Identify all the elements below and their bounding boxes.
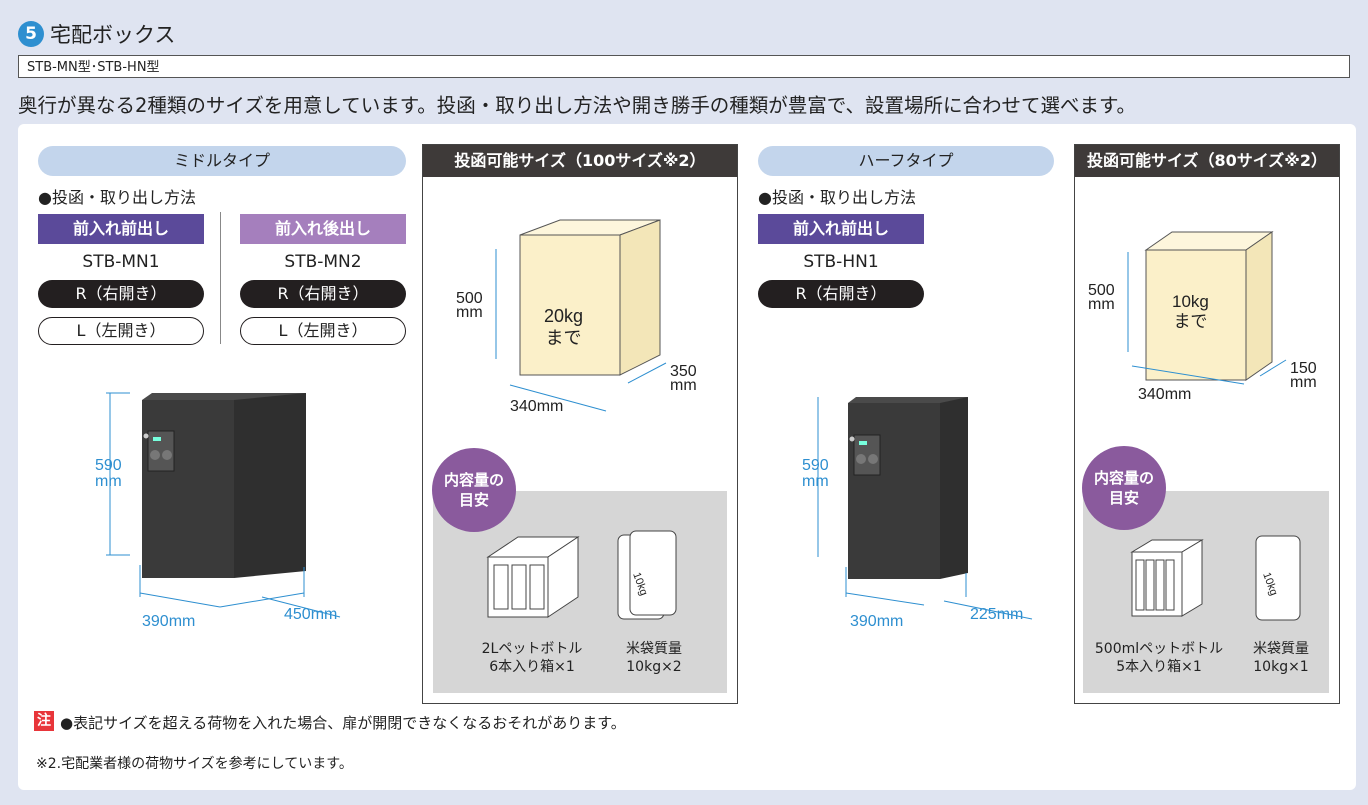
middle-variant1-right-pill: R（右開き） (38, 280, 204, 308)
half-type-label: ハーフタイプ (758, 146, 1054, 176)
half-cube-width-dim: 340mm (1138, 386, 1192, 403)
rice-bag-icon (617, 530, 677, 620)
footnote: ※2.宅配業者様の荷物サイズを参考にしています。 (36, 756, 353, 772)
middle-contents-badge: 内容量の目安 (432, 448, 516, 532)
middle-variant1-bar: 前入れ前出し (38, 214, 204, 244)
variant-divider (220, 212, 221, 344)
half-box-product-image (817, 397, 1033, 620)
middle-width-dim: 390mm (142, 613, 196, 630)
middle-method-heading: ●投函・取り出し方法 (38, 188, 196, 207)
pet-bottle-box-icon (486, 536, 580, 618)
half-cube-image (1127, 231, 1287, 385)
section-number-badge: 5 (18, 21, 44, 47)
middle-variant2-model: STB-MN2 (284, 252, 362, 272)
half-variant-bar: 前入れ前出し (758, 214, 924, 244)
lead-text: 奥行が異なる2種類のサイズを用意しています。投函・取り出し方法や開き勝手の種類が… (18, 94, 1137, 117)
pet-bottle-5-pack-icon (1130, 539, 1204, 617)
middle-depth-dim: 450mm (284, 606, 338, 623)
middle-cube-width-dim: 340mm (510, 398, 564, 415)
half-right-pill: R（右開き） (758, 280, 924, 308)
half-model: STB-HN1 (803, 252, 879, 272)
middle-type-label: ミドルタイプ (38, 146, 406, 176)
middle-variant1-model: STB-MN1 (82, 252, 160, 272)
half-method-heading: ●投函・取り出し方法 (758, 188, 916, 207)
middle-variant1-left-pill: L（左開き） (38, 317, 204, 345)
middle-variant2-right-pill: R（右開き） (240, 280, 406, 308)
half-size-heading: 投函可能サイズ（80サイズ※2） (1075, 145, 1339, 177)
middle-size-heading: 投函可能サイズ（100サイズ※2） (423, 145, 737, 177)
middle-variant2-left-pill: L（左開き） (240, 317, 406, 345)
half-width-dim: 390mm (850, 613, 904, 630)
section-title: 宅配ボックス (50, 23, 176, 47)
model-names-bar: STB-MN型･STB-HN型 (18, 55, 1350, 78)
middle-cube-image (495, 219, 667, 412)
half-rice-bag-icon (1255, 535, 1301, 621)
half-contents-badge: 内容量の目安 (1082, 446, 1166, 530)
middle-size-box: 投函可能サイズ（100サイズ※2） (422, 144, 738, 704)
middle-box-product-image (106, 392, 341, 618)
half-depth-dim: 225mm (970, 606, 1024, 623)
middle-variant2-bar: 前入れ後出し (240, 214, 406, 244)
caution-note: ●表記サイズを超える荷物を入れた場合、扉が開閉できなくなるおそれがあります。 (60, 714, 626, 732)
caution-mark: 注 (34, 711, 54, 731)
